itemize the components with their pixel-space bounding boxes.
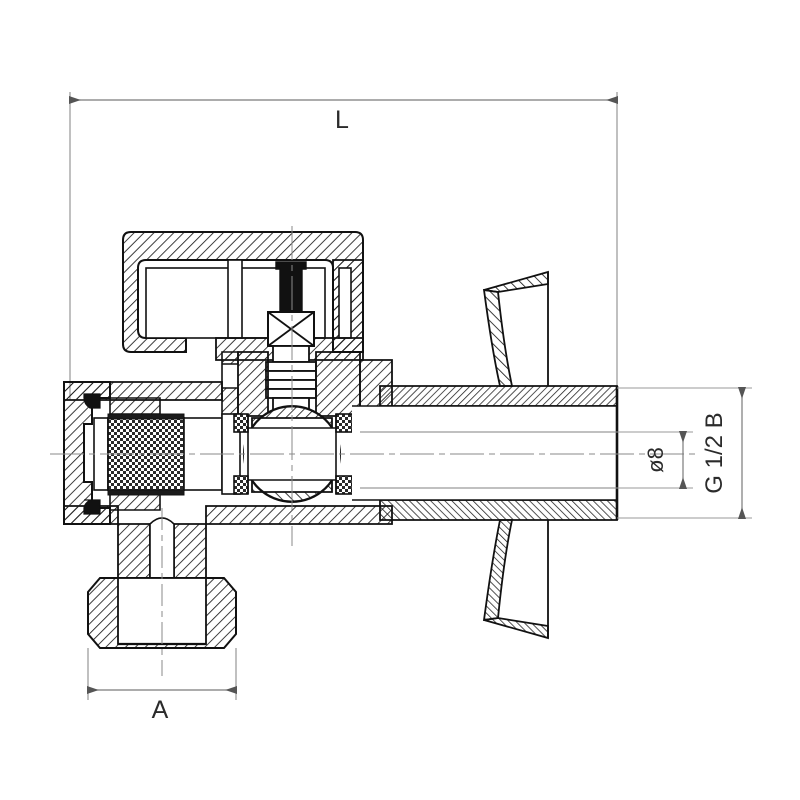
- end-cap-collar-bottom: [109, 493, 161, 511]
- flange-upper-cone: [482, 288, 514, 387]
- handle-hub-slot-right: [338, 267, 352, 339]
- dimension-inlet-width: A: [86, 648, 238, 724]
- outlet-bottom-wall: [379, 499, 618, 521]
- dimension-overall-length: L: [68, 92, 619, 400]
- ball-seat-top-right: [335, 413, 353, 433]
- bonnet-left-wall: [237, 351, 269, 417]
- stem-seal-1: [265, 361, 317, 372]
- o-ring-seal-top: [83, 393, 101, 409]
- inlet-neck-right-wall: [173, 523, 207, 579]
- left-end-cap: [63, 381, 161, 525]
- outlet-top-wall: [379, 385, 618, 407]
- dimension-label-bore: ø8: [643, 447, 668, 473]
- filter-frame-bottom: [107, 489, 185, 496]
- stem-seal-3: [265, 379, 317, 390]
- end-cap-collar-top: [109, 397, 161, 415]
- stem-seal-4: [265, 388, 317, 399]
- stem-shaft-upper: [272, 345, 310, 363]
- dimension-outlet-thread: G 1/2 B: [617, 386, 752, 520]
- outlet-pipe: [352, 386, 619, 520]
- ball-seat-bottom-left: [233, 475, 249, 495]
- dimension-label-L: L: [335, 106, 349, 134]
- handle-hub-slot-left: [227, 259, 243, 339]
- ball-seat-bottom-right: [335, 475, 353, 495]
- flange-lower-cone: [482, 519, 514, 622]
- bonnet-left-shoulder: [221, 351, 239, 417]
- valve-body: [63, 381, 618, 525]
- filter-mesh: [107, 413, 185, 496]
- body-bottom-wall-mid: [205, 505, 393, 525]
- stem-seal-2: [265, 370, 317, 381]
- dimension-bore-diameter: ø8: [615, 430, 693, 490]
- outlet-bore: [352, 406, 617, 500]
- dimension-label-A: A: [152, 696, 169, 724]
- stem-cross-b: [267, 311, 315, 347]
- dimension-label-thread: G 1/2 B: [701, 412, 728, 493]
- filter-frame-top: [107, 413, 185, 420]
- escutcheon-flange: [482, 270, 549, 640]
- o-ring-seal-bottom: [83, 499, 101, 515]
- centerlines: [50, 226, 700, 676]
- inlet-neck-left-wall: [117, 523, 151, 579]
- ball-seat-top-left: [233, 413, 249, 433]
- stem-cap-screw: [275, 261, 307, 313]
